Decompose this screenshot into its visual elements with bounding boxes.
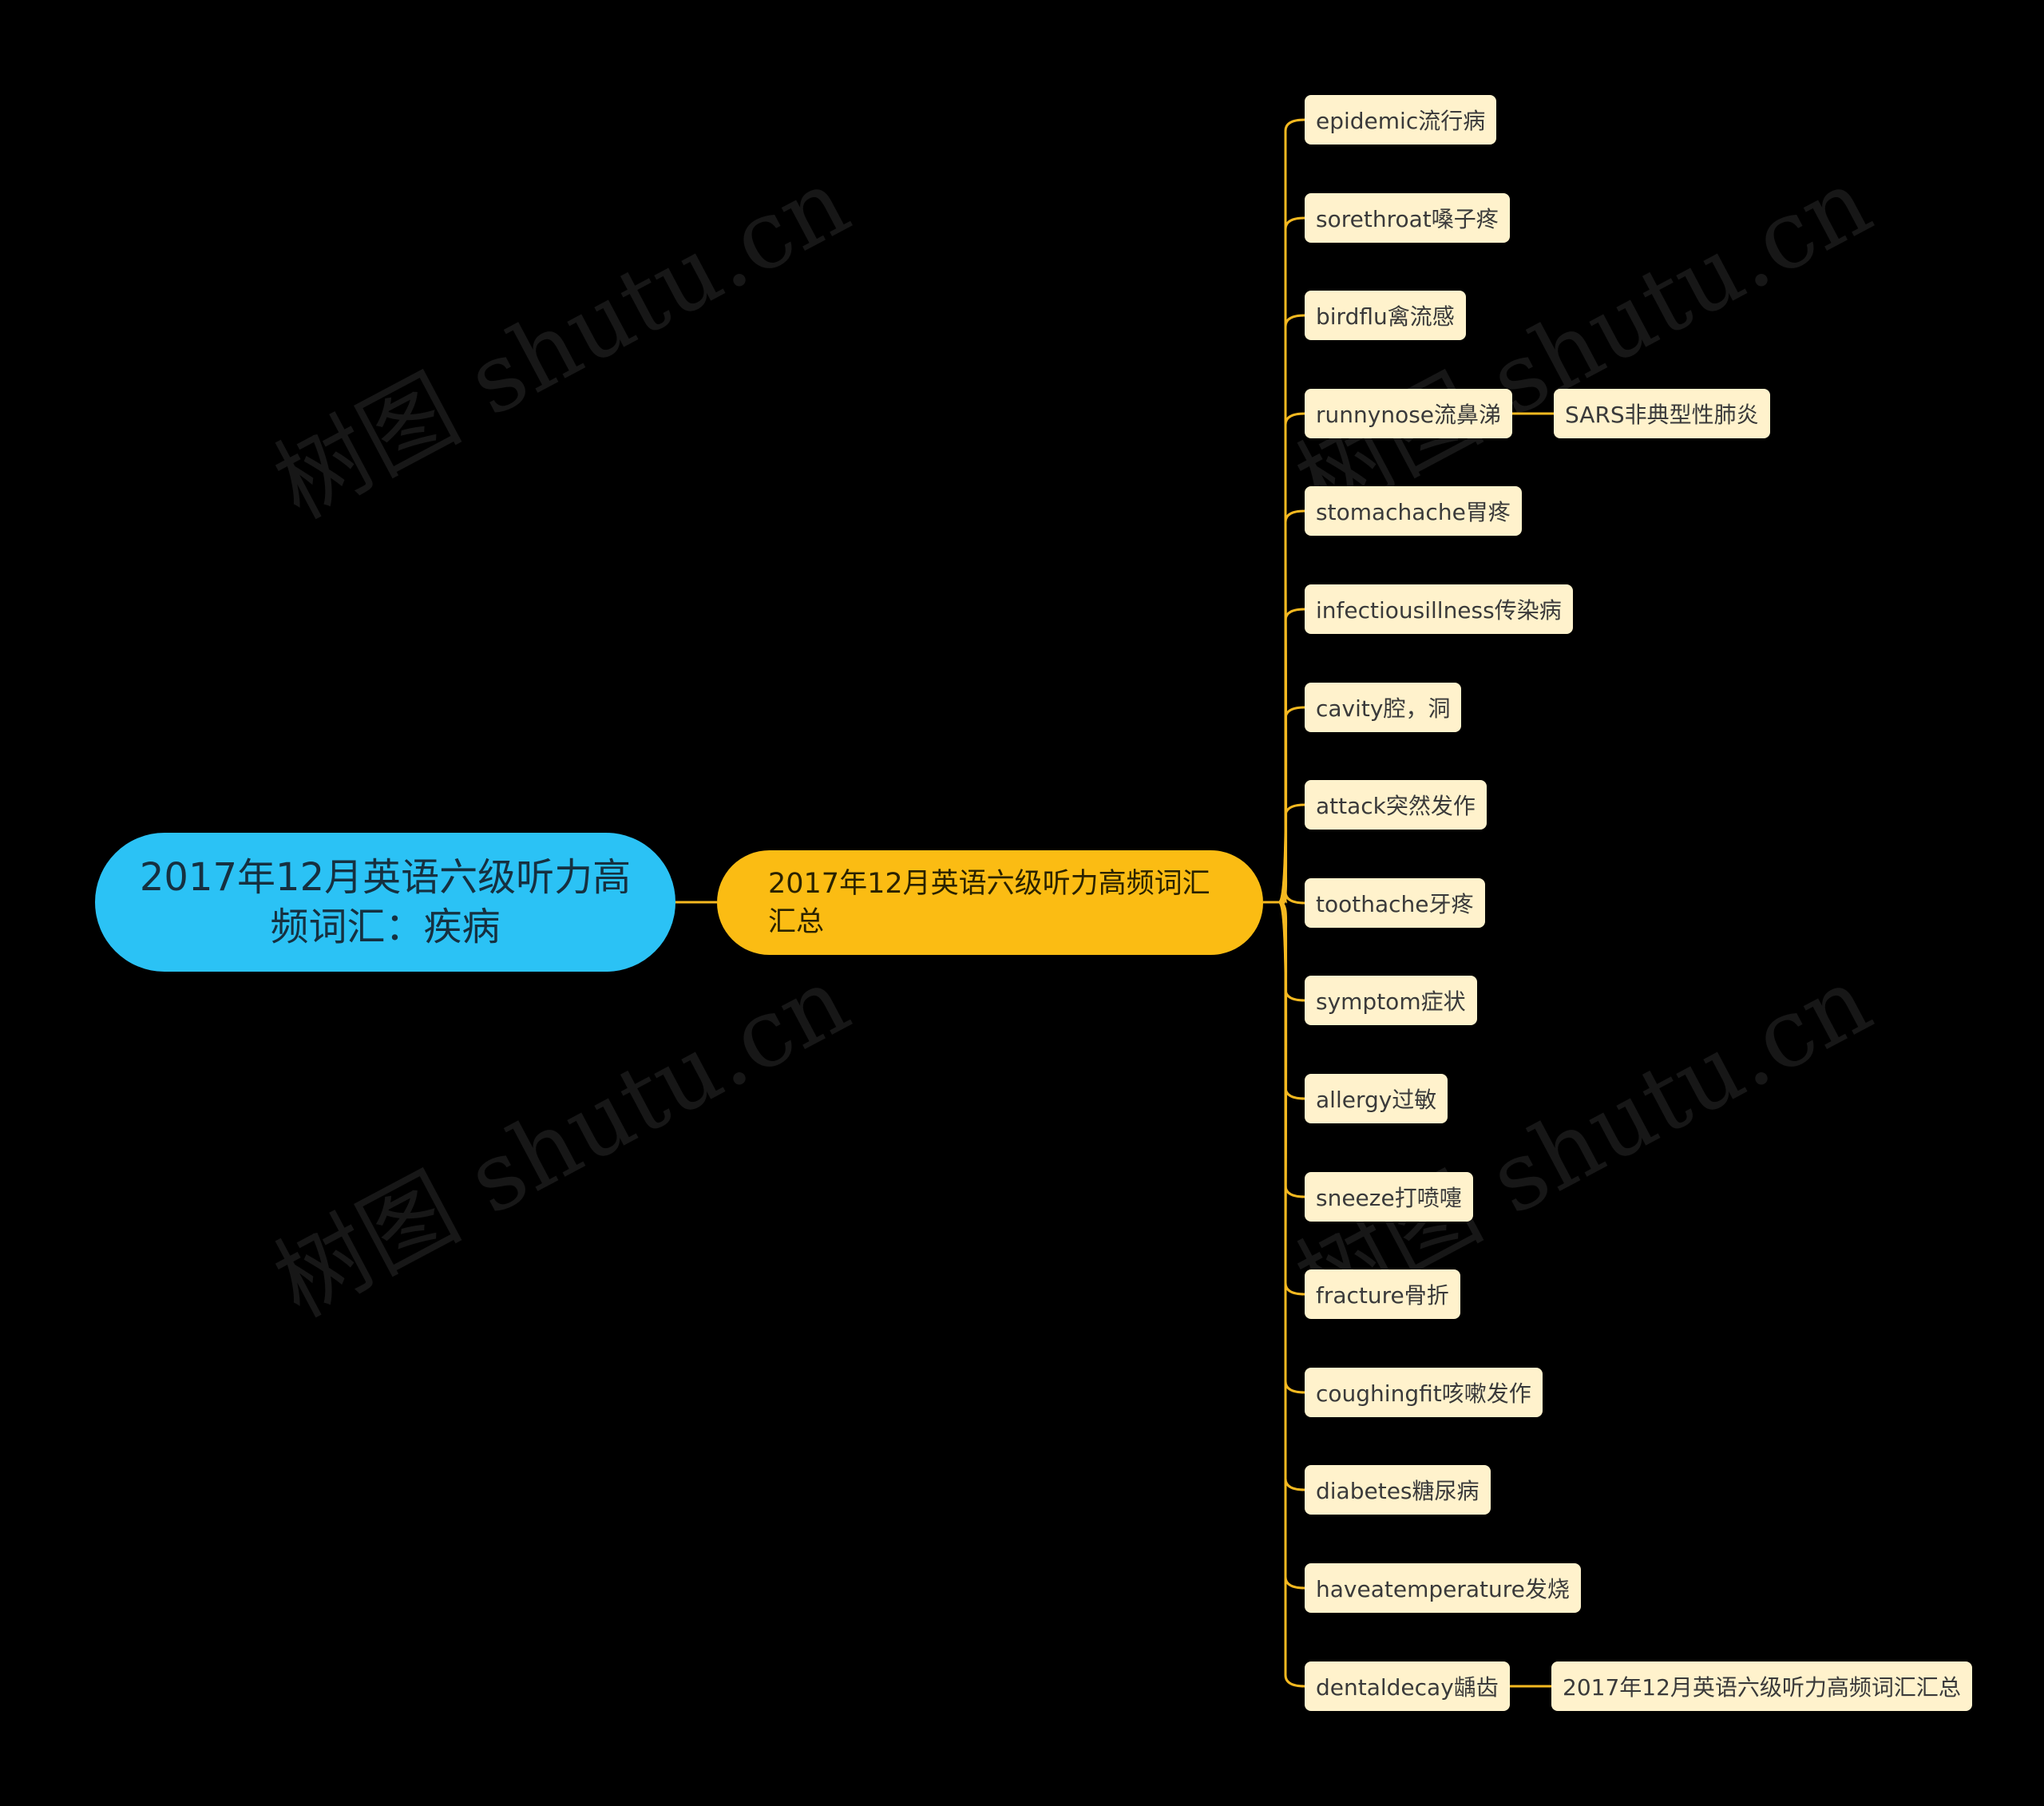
branch-leaf-connector xyxy=(1263,412,1305,904)
leaf-topic[interactable]: sneeze打喷嚏 xyxy=(1305,1172,1473,1222)
leaf-topic[interactable]: epidemic流行病 xyxy=(1305,95,1497,145)
branch-topic[interactable]: 2017年12月英语六级听力高频词汇汇总 xyxy=(717,850,1263,955)
leaf-topic[interactable]: sorethroat嗓子疼 xyxy=(1305,193,1510,243)
sub-leaf-topic-label: 2017年12月英语六级听力高频词汇汇总 xyxy=(1563,1674,1961,1701)
leaf-topic-label: diabetes糖尿病 xyxy=(1316,1478,1480,1504)
sub-leaf-topic-label: SARS非典型性肺炎 xyxy=(1565,402,1759,428)
leaf-topic[interactable]: diabetes糖尿病 xyxy=(1305,1465,1491,1515)
leaf-topic-label: stomachache胃疼 xyxy=(1316,499,1511,525)
leaf-topic[interactable]: haveatemperature发烧 xyxy=(1305,1563,1581,1613)
leaf-topic[interactable]: birdflu禽流感 xyxy=(1305,291,1466,340)
leaf-topic[interactable]: toothache牙疼 xyxy=(1305,878,1485,928)
leaf-topic-label: haveatemperature发烧 xyxy=(1316,1576,1570,1602)
leaf-topic-label: allergy过敏 xyxy=(1316,1087,1437,1113)
leaf-topic[interactable]: fracture骨折 xyxy=(1305,1269,1460,1319)
leaf-topic-label: epidemic流行病 xyxy=(1316,108,1486,134)
branch-leaf-connector xyxy=(1263,803,1305,904)
branch-leaf-connector xyxy=(1263,891,1305,905)
leaf-topic[interactable]: infectiousillness传染病 xyxy=(1305,584,1573,634)
leaf-topic-label: runnynose流鼻涕 xyxy=(1316,402,1502,428)
sub-leaf-topic[interactable]: 2017年12月英语六级听力高频词汇汇总 xyxy=(1551,1661,1972,1711)
branch-leaf-connector xyxy=(1263,216,1305,904)
root-topic[interactable]: 2017年12月英语六级听力高频词汇：疾病 xyxy=(95,833,675,972)
leaf-topic-label: birdflu禽流感 xyxy=(1316,303,1455,330)
leaf-topic-label: sneeze打喷嚏 xyxy=(1316,1185,1462,1211)
leaf-topic-label: fracture骨折 xyxy=(1316,1282,1449,1309)
leaf-topic[interactable]: symptom症状 xyxy=(1305,976,1477,1025)
leaf-topic-label: coughingfit咳嗽发作 xyxy=(1316,1380,1531,1407)
leaf-topic[interactable]: dentaldecay龋齿 xyxy=(1305,1661,1510,1711)
leaf-topic[interactable]: coughingfit咳嗽发作 xyxy=(1305,1368,1543,1417)
leaf-topic[interactable]: allergy过敏 xyxy=(1305,1074,1448,1123)
leaf-topic-label: symptom症状 xyxy=(1316,988,1466,1015)
sub-leaf-topic[interactable]: SARS非典型性肺炎 xyxy=(1554,389,1770,438)
leaf-topic-label: dentaldecay龋齿 xyxy=(1316,1674,1499,1701)
leaf-topic-label: infectiousillness传染病 xyxy=(1316,597,1562,624)
branch-topic-label: 2017年12月英语六级听力高频词汇汇总 xyxy=(768,867,1210,938)
branch-leaf-connector xyxy=(1263,901,1305,1590)
leaf-topic[interactable]: stomachache胃疼 xyxy=(1305,486,1522,536)
leaf-topic[interactable]: attack突然发作 xyxy=(1305,780,1487,830)
root-topic-label: 2017年12月英语六级听力高频词汇：疾病 xyxy=(139,855,632,949)
leaf-topic-label: attack突然发作 xyxy=(1316,793,1476,819)
leaf-topic[interactable]: runnynose流鼻涕 xyxy=(1305,389,1513,438)
leaf-topic-label: toothache牙疼 xyxy=(1316,891,1474,917)
leaf-topic-label: sorethroat嗓子疼 xyxy=(1316,206,1499,232)
leaf-topic[interactable]: cavity腔，洞 xyxy=(1305,683,1462,732)
branch-leaf-connector xyxy=(1263,901,1305,1688)
leaf-topic-label: cavity腔，洞 xyxy=(1316,695,1451,722)
branch-leaf-connector xyxy=(1263,901,1305,1394)
